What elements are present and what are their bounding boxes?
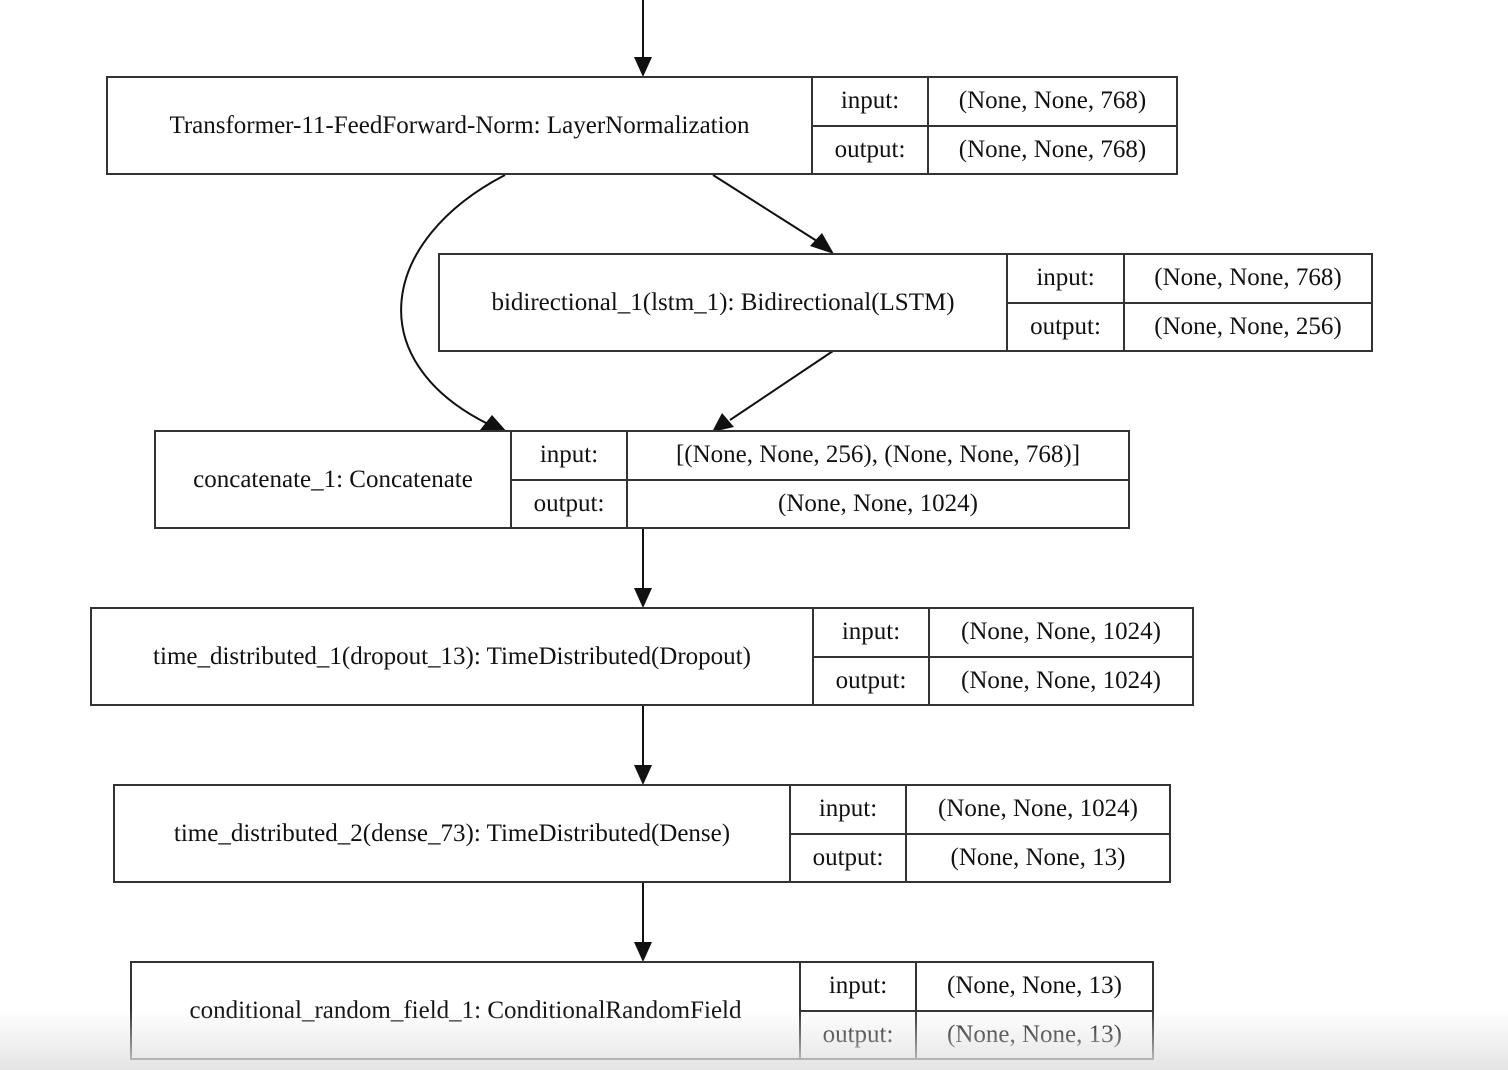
arrowhead-concatenate-right	[712, 413, 734, 432]
arrowhead-crf	[634, 942, 652, 962]
output-shape: (None, None, 256)	[1154, 312, 1342, 340]
node-transformer-norm[interactable]: Transformer-11-FeedForward-Norm: LayerNo…	[106, 76, 1178, 175]
node-name: time_distributed_2(dense_73): TimeDistri…	[115, 786, 791, 881]
arrowhead-concatenate-left	[480, 415, 508, 433]
output-label: output:	[814, 657, 930, 704]
input-shape: (None, None, 1024)	[961, 618, 1161, 646]
arrowhead-time-distributed-1	[634, 588, 652, 608]
node-time-distributed-1[interactable]: time_distributed_1(dropout_13): TimeDist…	[90, 607, 1194, 706]
output-shape: (None, None, 1024)	[778, 489, 978, 517]
node-crf[interactable]: conditional_random_field_1: ConditionalR…	[130, 961, 1154, 1060]
edge-transformer-norm-to-bidirectional	[712, 174, 821, 244]
input-label: input:	[791, 786, 907, 833]
input-shape: (None, None, 768)	[1154, 264, 1342, 292]
input-label: input:	[512, 432, 628, 479]
output-shape: (None, None, 13)	[947, 1020, 1122, 1048]
output-label: output:	[813, 126, 929, 173]
node-name: conditional_random_field_1: ConditionalR…	[132, 963, 801, 1058]
arrowhead-transformer-norm	[634, 57, 652, 77]
node-name: time_distributed_1(dropout_13): TimeDist…	[92, 609, 814, 704]
output-shape: (None, None, 13)	[950, 843, 1126, 871]
input-shape: (None, None, 13)	[947, 972, 1122, 1000]
arrowhead-bidirectional	[810, 233, 834, 254]
output-label: output:	[801, 1011, 917, 1058]
arrowhead-time-distributed-2	[634, 765, 652, 785]
input-label: input:	[801, 963, 917, 1010]
input-label: input:	[814, 609, 930, 656]
input-shape: [(None, None, 256), (None, None, 768)]	[675, 441, 1081, 469]
edge-transformer-norm-to-concatenate	[400, 174, 506, 425]
output-label: output:	[791, 834, 907, 881]
node-bidirectional[interactable]: bidirectional_1(lstm_1): Bidirectional(L…	[438, 253, 1373, 352]
node-name: concatenate_1: Concatenate	[156, 432, 512, 527]
input-label: input:	[1008, 255, 1125, 302]
output-shape: (None, None, 768)	[958, 135, 1147, 163]
output-label: output:	[1008, 303, 1125, 350]
output-shape: (None, None, 1024)	[961, 666, 1161, 694]
input-shape: (None, None, 768)	[958, 87, 1147, 115]
node-name: bidirectional_1(lstm_1): Bidirectional(L…	[440, 255, 1008, 350]
node-time-distributed-2[interactable]: time_distributed_2(dense_73): TimeDistri…	[113, 784, 1171, 883]
node-name: Transformer-11-FeedForward-Norm: LayerNo…	[108, 78, 813, 173]
output-label: output:	[512, 480, 628, 527]
input-label: input:	[813, 78, 929, 125]
input-shape: (None, None, 1024)	[938, 795, 1138, 823]
edge-bidirectional-to-concatenate	[729, 350, 834, 421]
node-concatenate[interactable]: concatenate_1: Concatenate input: [(None…	[154, 430, 1130, 529]
